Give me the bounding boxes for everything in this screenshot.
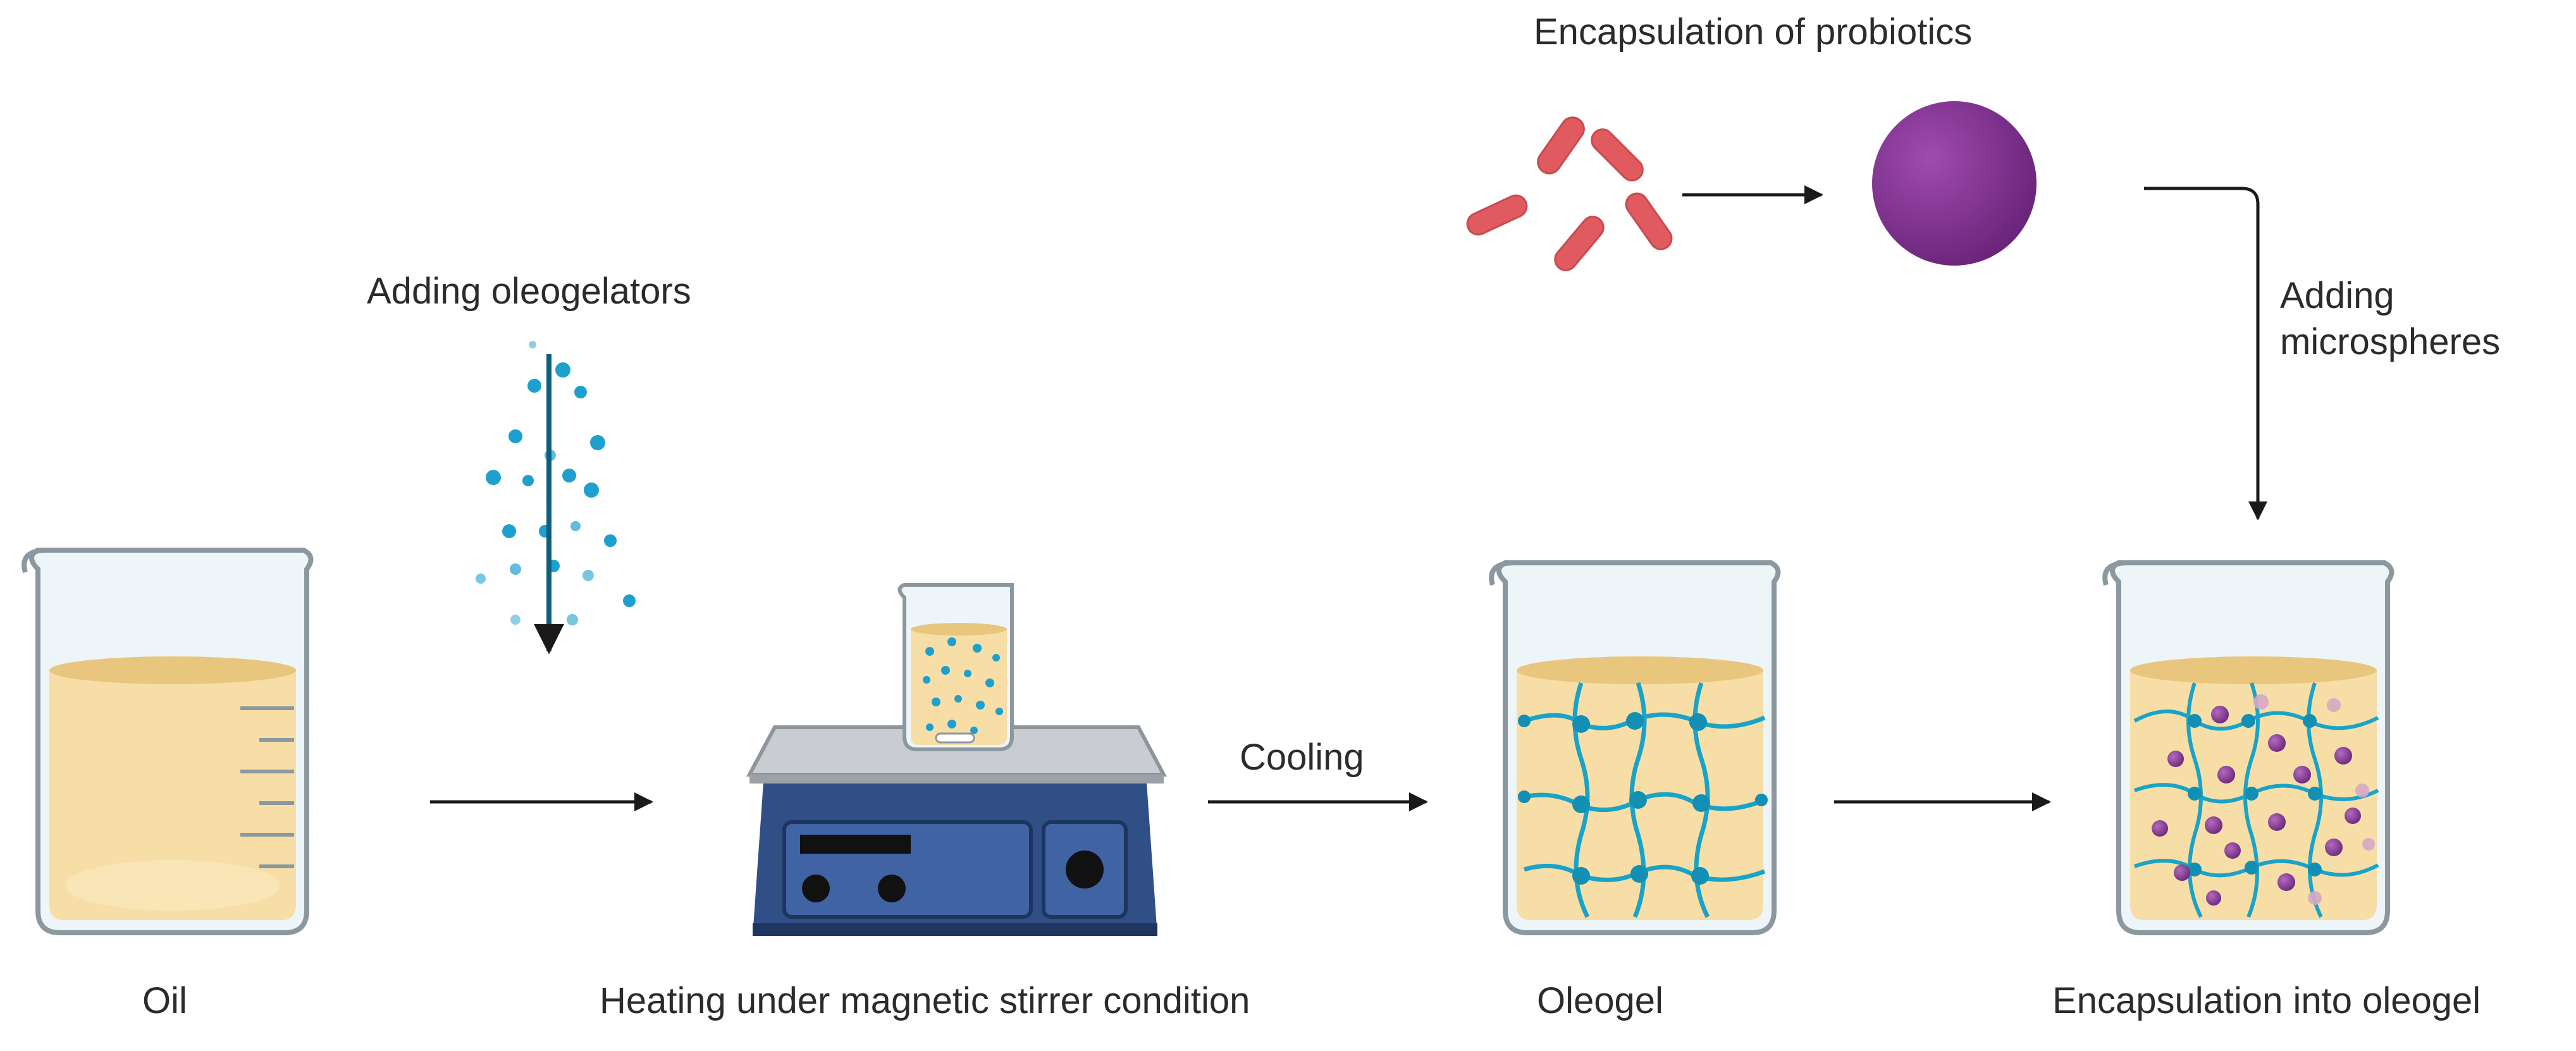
bacteria-icon [1466, 116, 1673, 271]
label-cooling: Cooling [1240, 737, 1364, 778]
label-encapsulation-oleogel: Encapsulation into oleogel [2052, 980, 2481, 1021]
label-adding-oleogelators: Adding oleogelators [367, 271, 691, 312]
arrow-adding-microspheres [2144, 187, 2267, 520]
oleogelator-dots [476, 341, 636, 625]
beaker-heating-icon [897, 583, 1014, 751]
beaker-oil-icon [22, 548, 314, 935]
label-oil: Oil [142, 980, 187, 1021]
magnetic-stirrer-icon [746, 725, 1167, 936]
label-oleogel: Oleogel [1537, 980, 1663, 1021]
label-heating: Heating under magnetic stirrer condition [600, 980, 1250, 1021]
beaker-encapsulation-icon [2102, 560, 2394, 935]
label-adding-microspheres-1: Adding [2280, 275, 2394, 316]
label-encapsulation-probiotics: Encapsulation of probiotics [1534, 11, 1973, 52]
microsphere-icon [1872, 101, 2037, 266]
beaker-oleogel-icon [1489, 560, 1781, 935]
label-adding-microspheres-2: microspheres [2280, 321, 2501, 362]
